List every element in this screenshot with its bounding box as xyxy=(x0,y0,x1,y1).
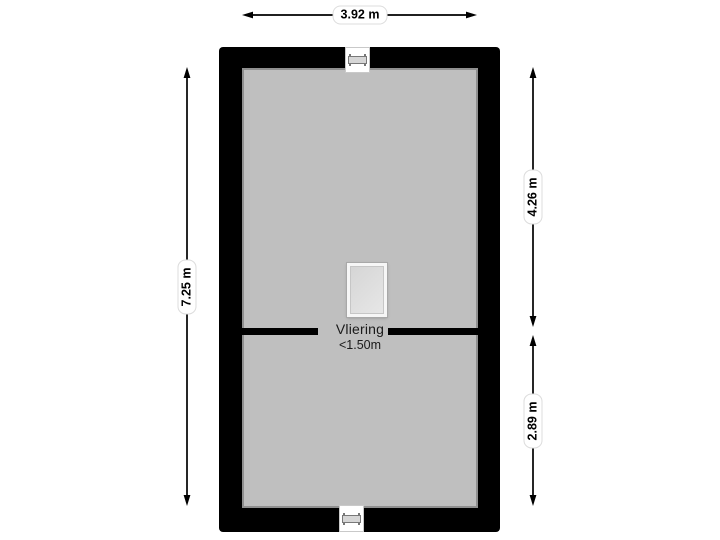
dimension-label-top-width: 3.92 m xyxy=(332,5,388,25)
floor-area: Vliering <1.50m xyxy=(242,68,478,508)
skylight xyxy=(347,263,387,317)
window-glazing xyxy=(348,56,367,64)
dimension-label-right-upper-height: 4.26 m xyxy=(523,169,543,225)
floor-plan: Vliering <1.50m xyxy=(219,47,500,532)
window-glazing xyxy=(342,514,361,523)
partition-wall-right xyxy=(388,328,478,335)
room-label: Vliering xyxy=(335,321,385,337)
bottom-window xyxy=(340,506,363,531)
dimension-label-right-lower-height: 2.89 m xyxy=(523,393,543,449)
top-window xyxy=(346,48,369,72)
partition-wall-left xyxy=(242,328,318,335)
room-height-note: <1.50m xyxy=(338,338,382,352)
dimension-label-left-height: 7.25 m xyxy=(177,259,197,315)
